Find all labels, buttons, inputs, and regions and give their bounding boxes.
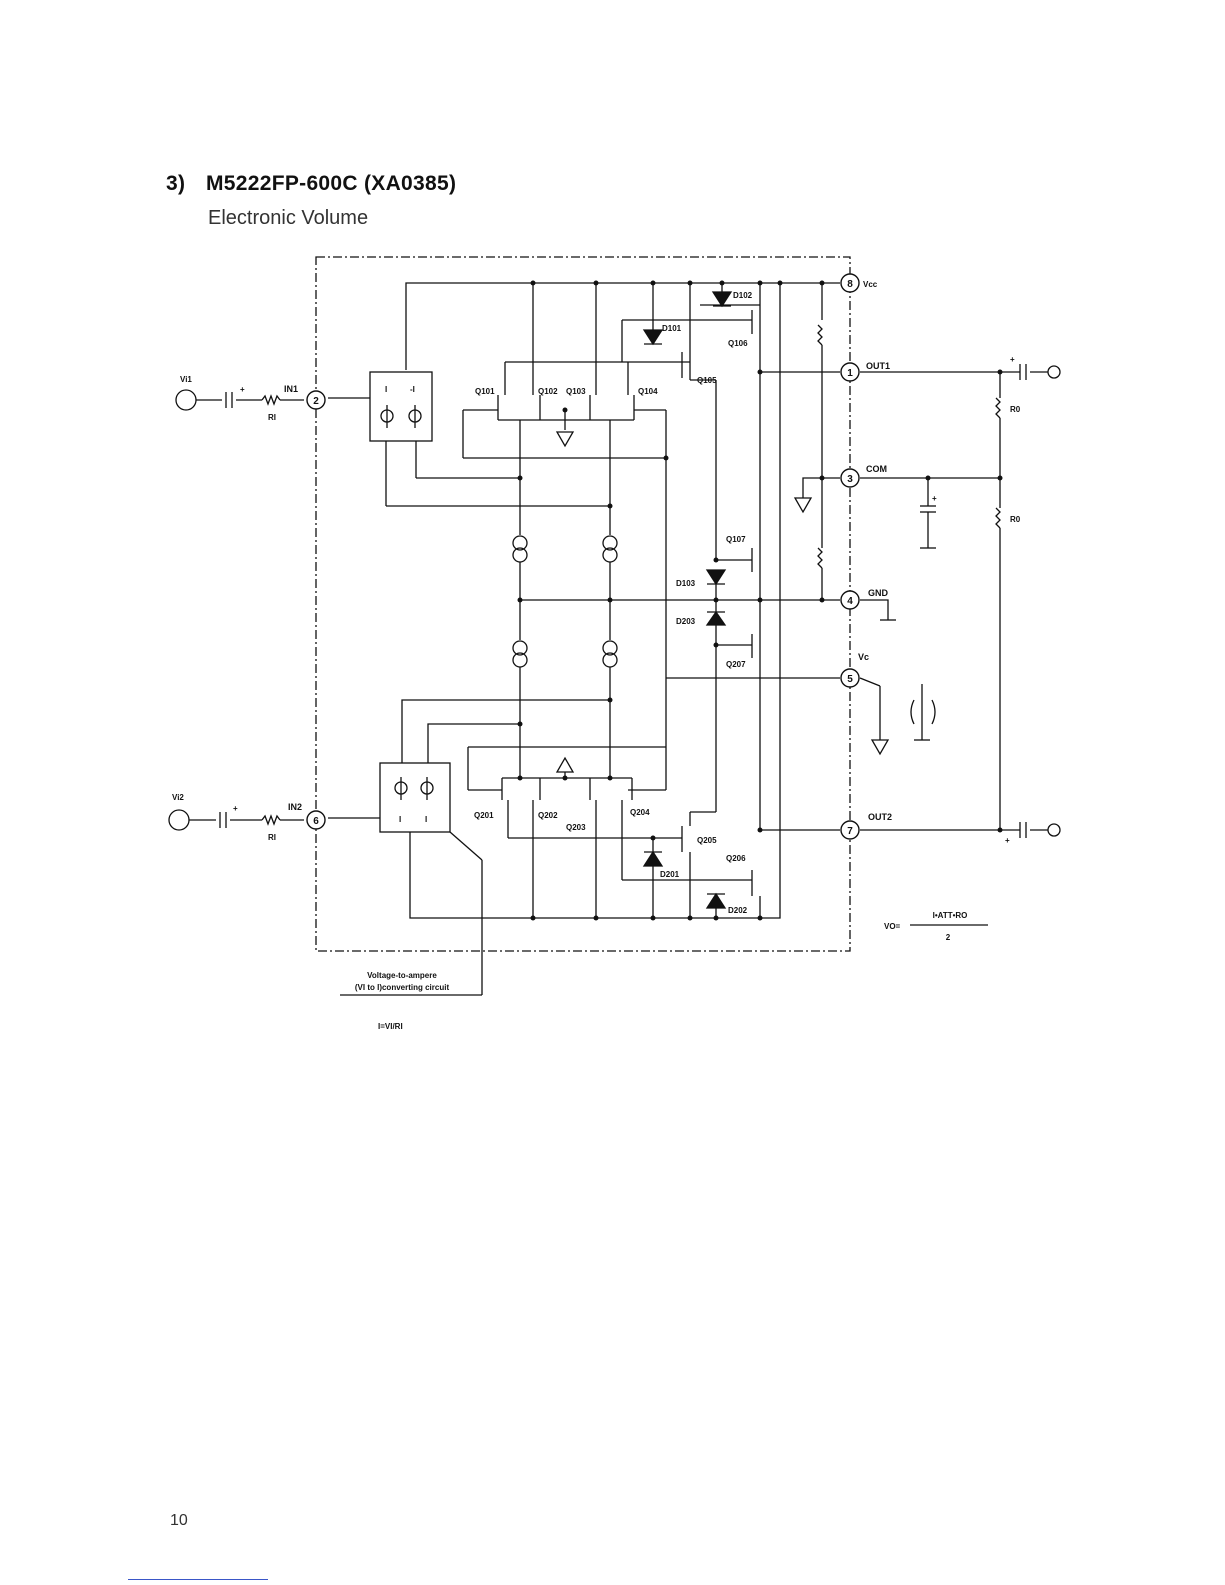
converter-caption-line1: Voltage-to-ampere bbox=[367, 971, 437, 980]
pin-2-label: IN1 bbox=[284, 384, 298, 394]
upper-i-label: I bbox=[385, 385, 387, 394]
upper-minus-i-label: -I bbox=[410, 385, 415, 394]
pin-2-num: 2 bbox=[313, 396, 319, 407]
pin-1 bbox=[840, 362, 860, 382]
q202-label: Q202 bbox=[538, 811, 558, 820]
d101-label: D101 bbox=[662, 324, 682, 333]
vi2-terminal bbox=[168, 809, 190, 831]
pin-8-label: Vcc bbox=[863, 280, 878, 289]
pin-3-num: 3 bbox=[847, 474, 853, 485]
ri1-label: RI bbox=[268, 413, 276, 422]
page-number: 10 bbox=[170, 1512, 188, 1529]
ro-upper-label: R0 bbox=[1010, 405, 1021, 414]
vo-formula-lhs: VO= bbox=[884, 922, 901, 931]
document-subtitle: Electronic Volume bbox=[208, 207, 369, 229]
ri2-label: RI bbox=[268, 833, 276, 842]
footer-rule bbox=[128, 1579, 268, 1580]
q107-label: Q107 bbox=[726, 535, 746, 544]
pin-5 bbox=[840, 668, 860, 688]
pin-2 bbox=[306, 390, 326, 410]
q201-label: Q201 bbox=[474, 811, 494, 820]
pin-7 bbox=[840, 820, 860, 840]
q104-label: Q104 bbox=[638, 387, 658, 396]
d202-label: D202 bbox=[728, 906, 748, 915]
d103-label: D103 bbox=[676, 579, 696, 588]
pin-4 bbox=[840, 590, 860, 610]
upper-converter-box bbox=[369, 371, 433, 442]
pin-8-num: 8 bbox=[847, 279, 853, 290]
pin-6-num: 6 bbox=[313, 816, 319, 827]
vo-formula-numerator: I•ATT•RO bbox=[933, 911, 968, 920]
q203-label: Q203 bbox=[566, 823, 586, 832]
q101-label: Q101 bbox=[475, 387, 495, 396]
q204-label: Q204 bbox=[630, 808, 650, 817]
pin-5-num: 5 bbox=[847, 674, 853, 685]
out1-cap-plus: + bbox=[1010, 355, 1015, 364]
pin-7-label: OUT2 bbox=[868, 812, 892, 822]
pin-4-num: 4 bbox=[847, 596, 853, 607]
cap2-plus: + bbox=[233, 804, 238, 813]
q102-label: Q102 bbox=[538, 387, 558, 396]
vo-formula-denominator: 2 bbox=[946, 933, 951, 942]
pin-1-label: OUT1 bbox=[866, 361, 890, 371]
q207-label: Q207 bbox=[726, 660, 746, 669]
out2-cap-plus: + bbox=[1005, 836, 1010, 845]
lower-i2-label: I bbox=[425, 815, 427, 824]
pin-7-num: 7 bbox=[847, 826, 853, 837]
pin-4-label: GND bbox=[868, 588, 889, 598]
section-heading: 3) M5222FP-600C (XA0385) bbox=[166, 172, 456, 196]
pin-6 bbox=[306, 810, 326, 830]
vi2-label: Vi2 bbox=[172, 793, 184, 802]
vi1-terminal bbox=[175, 389, 197, 411]
ic-boundary bbox=[315, 256, 851, 952]
pin-3-label: COM bbox=[866, 464, 887, 474]
vi1-label: Vi1 bbox=[180, 375, 192, 384]
pin-1-num: 1 bbox=[847, 368, 853, 379]
pin-5-label: Vc bbox=[858, 652, 869, 662]
q105-label: Q105 bbox=[697, 376, 717, 385]
lower-i-label: I bbox=[399, 815, 401, 824]
d203-label: D203 bbox=[676, 617, 696, 626]
pin-6-label: IN2 bbox=[288, 802, 302, 812]
current-formula: I=VI/RI bbox=[378, 1022, 403, 1031]
cap1-plus: + bbox=[240, 385, 245, 394]
pin-8 bbox=[840, 273, 860, 293]
circuit-schematic: 8 1 2 3 4 5 6 7 Vcc OUT1 IN1 COM GND Vc … bbox=[168, 256, 1061, 1031]
com-cap-plus: + bbox=[932, 494, 937, 503]
section-number: 3) bbox=[166, 172, 186, 195]
ro-lower-label: R0 bbox=[1010, 515, 1021, 524]
lower-converter-box bbox=[379, 762, 451, 833]
q205-label: Q205 bbox=[697, 836, 717, 845]
q106-label: Q106 bbox=[728, 339, 748, 348]
document-title: M5222FP-600C (XA0385) bbox=[206, 172, 457, 195]
d201-label: D201 bbox=[660, 870, 680, 879]
pin-3 bbox=[840, 468, 860, 488]
q206-label: Q206 bbox=[726, 854, 746, 863]
d102-label: D102 bbox=[733, 291, 753, 300]
converter-caption-line2: (VI to I)converting circuit bbox=[355, 983, 450, 992]
q103-label: Q103 bbox=[566, 387, 586, 396]
